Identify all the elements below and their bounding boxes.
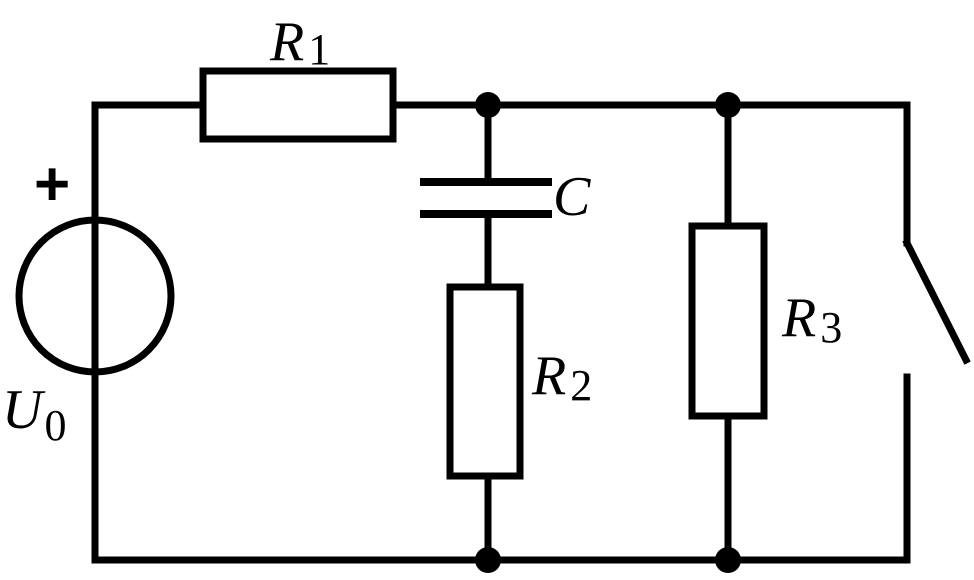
r1-label: R1 [269, 11, 330, 74]
r3-label: R3 [781, 287, 842, 352]
resistor-r2 [446, 283, 524, 480]
r2-label: R2 [531, 345, 592, 410]
voltage-source-circle [15, 216, 175, 376]
junction-dot [475, 92, 501, 118]
junction-dot [475, 547, 501, 573]
junction-dot [715, 92, 741, 118]
capacitor-label: C [553, 166, 591, 228]
resistor-r1 [199, 67, 397, 143]
junctions [475, 92, 741, 573]
switch-blade [902, 238, 971, 365]
polarity-plus-label: + [34, 150, 70, 219]
resistor-r3 [688, 222, 768, 420]
junction-dot [715, 547, 741, 573]
u0-label: U0 [2, 379, 66, 450]
